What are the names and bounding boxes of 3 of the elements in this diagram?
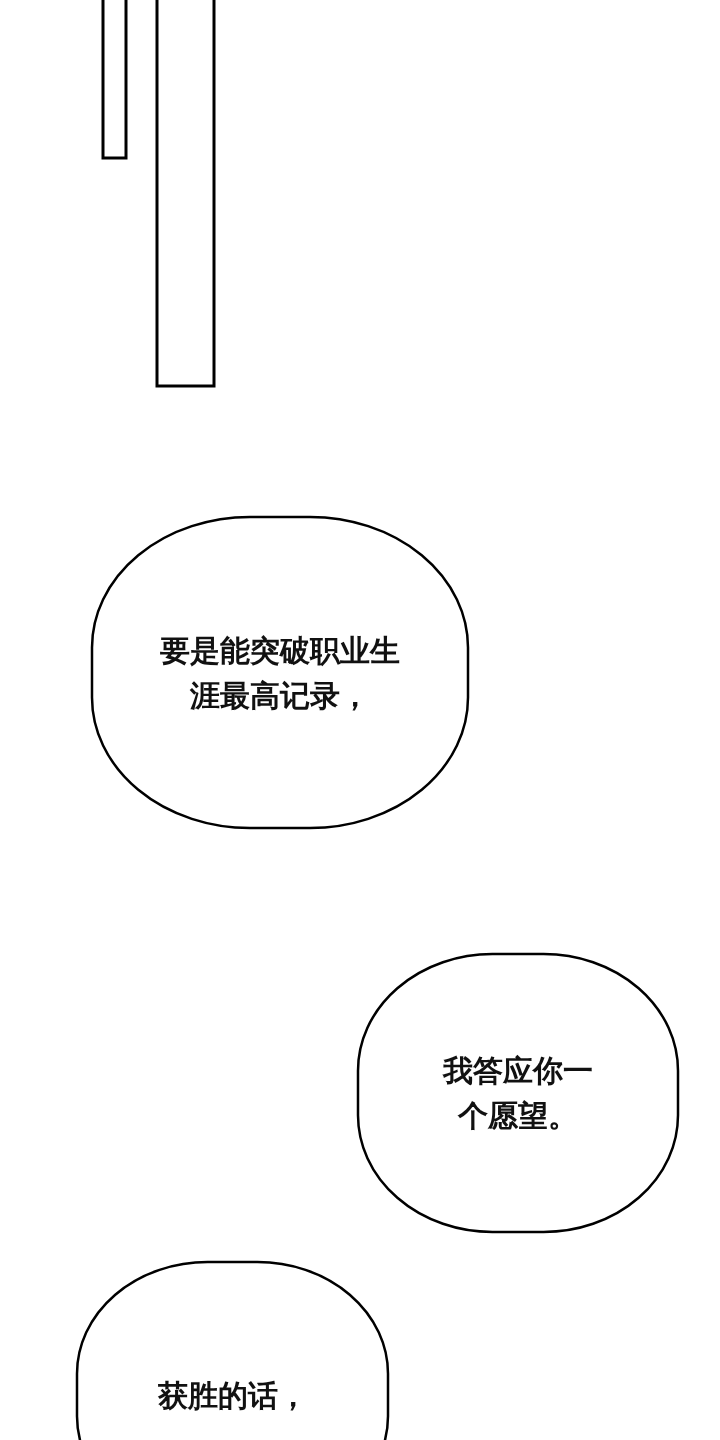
speech-text: 要是能突破职业生涯最高记录， xyxy=(159,631,401,715)
speech-text: 我答应你一个愿望。 xyxy=(441,1052,594,1135)
speech-text: 获胜的话， xyxy=(156,1376,309,1415)
